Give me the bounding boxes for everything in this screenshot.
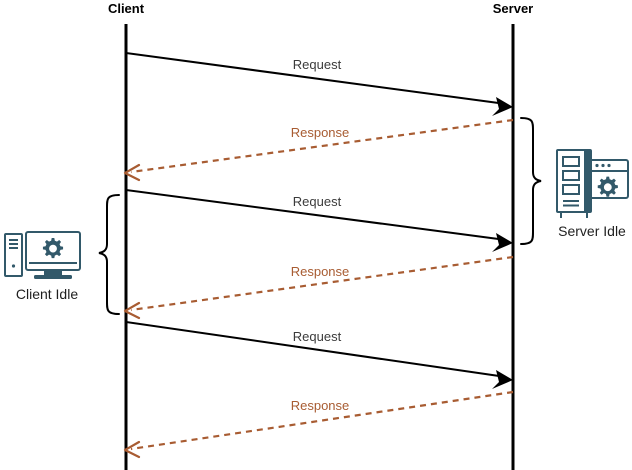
response-2-line: [130, 255, 514, 312]
request-3-arrowhead: [492, 370, 513, 389]
response-2-arrowhead: [123, 301, 141, 320]
message-response-2: Response: [123, 255, 514, 320]
message-response-1: Response: [123, 118, 514, 182]
response-3-label: Response: [291, 398, 350, 413]
gear-window-dot-3: [607, 163, 611, 168]
response-2-label: Response: [291, 264, 350, 279]
gear-window-dot-2: [601, 163, 605, 168]
request-2-label: Request: [293, 194, 342, 209]
server-rack-side-panel: [584, 150, 591, 212]
request-1-arrowhead: [492, 97, 513, 116]
gear-window-frame: [589, 159, 629, 199]
response-3-arrowhead: [123, 440, 141, 459]
message-response-3: Response: [123, 390, 514, 459]
lane-title-client: Client: [108, 1, 145, 16]
response-3-line: [130, 390, 514, 451]
request-1-line: [125, 52, 507, 105]
lane-title-server: Server: [493, 1, 533, 16]
desktop-tower-power-light: [11, 264, 16, 268]
request-3-label: Request: [293, 329, 342, 344]
monitor-stand-base: [34, 275, 72, 279]
gear-icon-client: [42, 238, 64, 259]
gear-icon-server: [597, 176, 618, 197]
request-2-arrowhead: [492, 233, 513, 252]
server-idle-label: Server Idle: [558, 223, 626, 239]
request-2-line: [125, 189, 507, 241]
message-request-2: Request: [125, 189, 513, 252]
response-1-label: Response: [291, 125, 350, 140]
monitor-stand-neck: [44, 270, 62, 275]
server-idle-brace: [520, 117, 542, 245]
client-idle-brace: [98, 194, 120, 315]
server-rack-slot-2: [562, 170, 580, 181]
response-1-arrowhead: [123, 163, 141, 182]
request-1-label: Request: [293, 57, 342, 72]
server-rack-slot-1: [562, 156, 580, 167]
server-rack-slot-3: [562, 184, 580, 195]
message-request-1: Request: [125, 52, 513, 116]
message-request-3: Request: [125, 321, 513, 389]
response-1-line: [130, 118, 514, 174]
server-rack-gear-icon: [556, 149, 629, 218]
desktop-monitor-gear-icon: [4, 231, 81, 279]
gear-window-dot-1: [595, 163, 599, 168]
monitor-frame: [25, 231, 81, 271]
desktop-tower-body: [4, 233, 23, 277]
annotation-server-idle: Server Idle: [520, 117, 629, 245]
request-3-line: [125, 321, 507, 378]
client-idle-label: Client Idle: [16, 286, 78, 302]
annotation-client-idle: Client Idle: [4, 194, 120, 315]
